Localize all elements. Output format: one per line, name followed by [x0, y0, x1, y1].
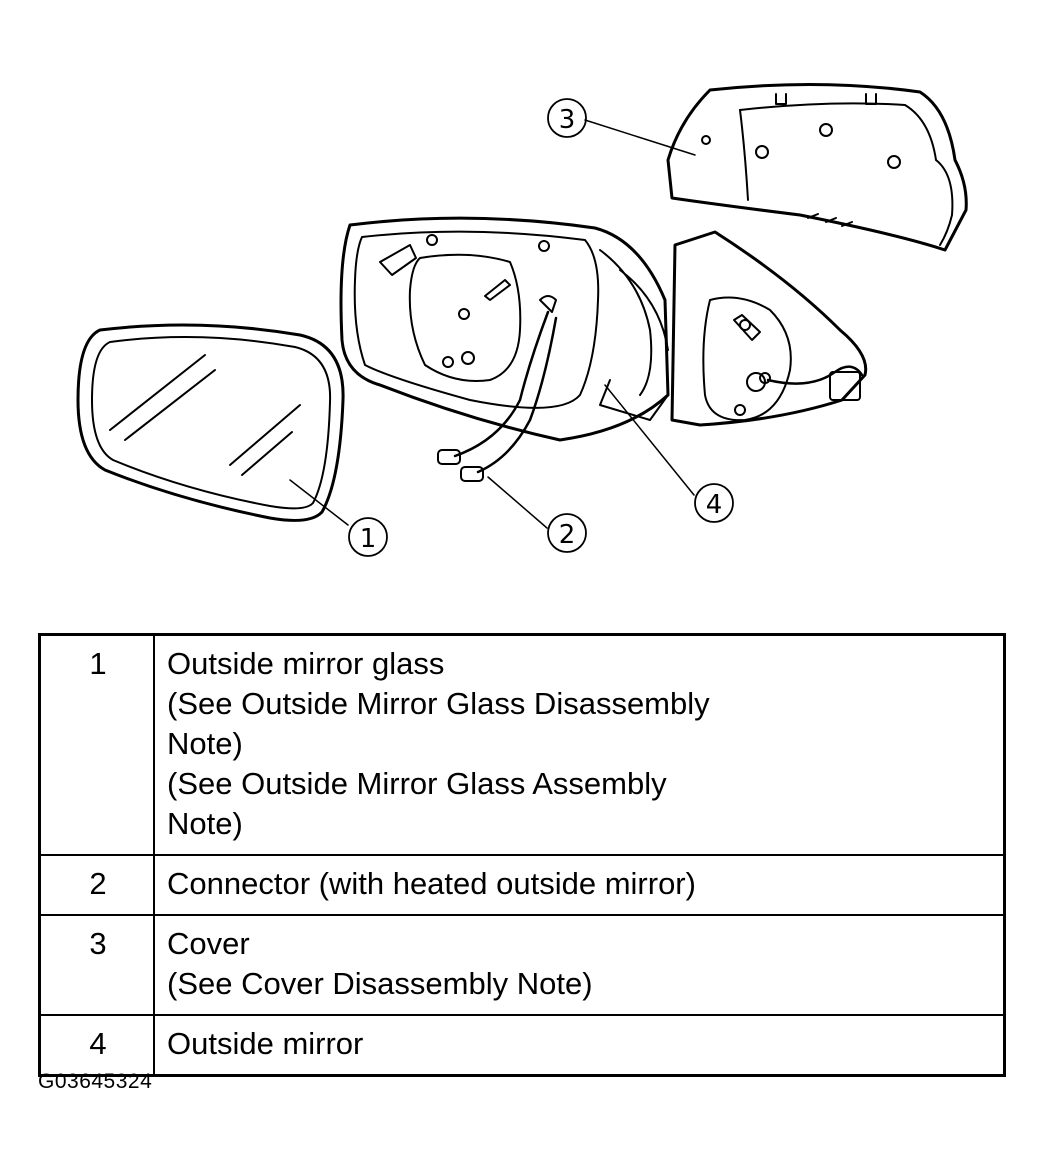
legend-item-number: 4	[38, 1014, 155, 1077]
legend-row: 4 Outside mirror	[38, 1014, 1006, 1077]
callout-2: 2	[547, 513, 587, 553]
legend-description-line: Note)	[167, 806, 243, 841]
mirror-cover-part	[666, 82, 968, 252]
legend-row: 1 Outside mirror glass (See Outside Mirror…	[38, 633, 1006, 856]
svg-text:4: 4	[706, 490, 723, 520]
figure-code: G03645324	[38, 1070, 153, 1093]
legend-item-description: Cover (See Cover Disassembly Note)	[153, 914, 1006, 1016]
legend-item-number: 2	[38, 854, 155, 916]
legend-item-description: Outside mirror	[153, 1014, 1006, 1077]
parts-legend-body: 1 Outside mirror glass (See Outside Mirror…	[38, 633, 1006, 1077]
legend-item-number: 1	[38, 633, 155, 856]
svg-text:1: 1	[360, 524, 377, 554]
legend-description-line: Note)	[167, 726, 243, 761]
legend-item-description: Connector (with heated outside mirror)	[153, 854, 1006, 916]
exploded-mirror-diagram: 1 2 3 4	[76, 82, 968, 557]
mirror-glass-part	[76, 323, 345, 522]
callout-4: 4	[694, 483, 734, 523]
svg-text:3: 3	[559, 105, 576, 135]
callout-3: 3	[547, 98, 587, 138]
svg-text:2: 2	[559, 520, 576, 550]
legend-item-number: 3	[38, 914, 155, 1016]
legend-item-description: Outside mirror glass (See Outside Mirror …	[153, 633, 1006, 856]
callout-1: 1	[348, 517, 388, 557]
legend-description-line: Outside mirror glass	[167, 646, 445, 681]
parts-legend-table: 1 Outside mirror glass (See Outside Mirror…	[38, 633, 1006, 1077]
legend-description-line: Outside mirror	[167, 1026, 364, 1061]
legend-description-line: Connector (with heated outside mirror)	[167, 866, 696, 901]
legend-description-line: (See Outside Mirror Glass Assembly	[167, 766, 667, 801]
legend-description-line: (See Cover Disassembly Note)	[167, 966, 593, 1001]
mirror-housing-part	[339, 216, 868, 482]
legend-row: 2 Connector (with heated outside mirror)	[38, 854, 1006, 916]
legend-description-line: Cover	[167, 926, 250, 961]
leader-lines	[289, 119, 696, 529]
legend-row: 3 Cover (See Cover Disassembly Note)	[38, 914, 1006, 1016]
legend-description-line: (See Outside Mirror Glass Disassembly	[167, 686, 710, 721]
